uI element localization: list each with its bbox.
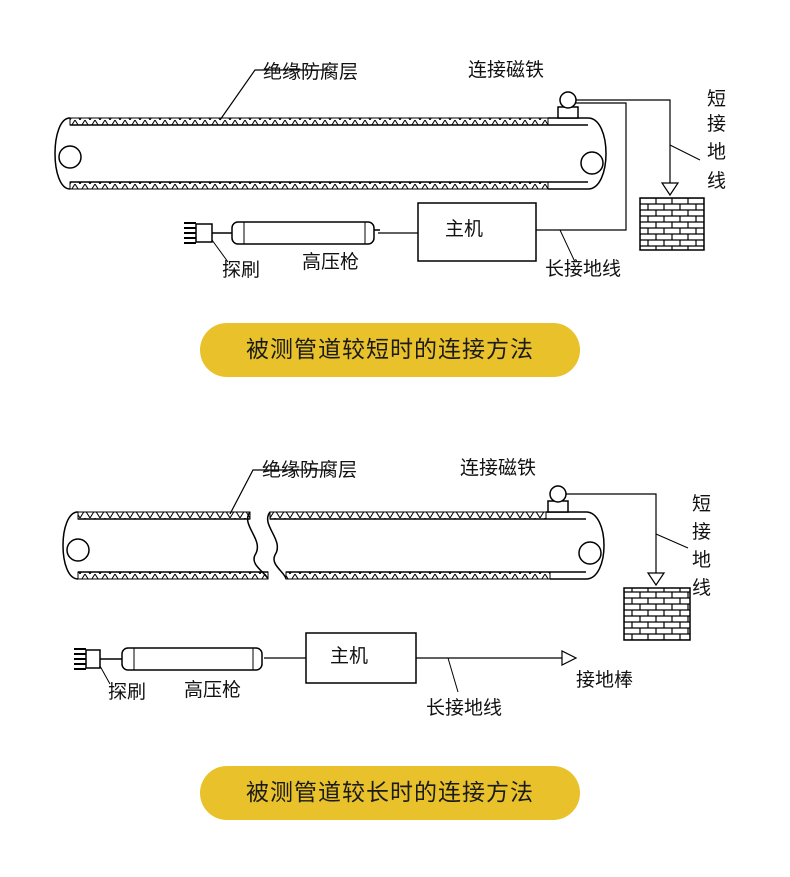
ground-symbol xyxy=(646,572,666,587)
magnet-label: 连接磁铁 xyxy=(460,457,536,479)
svg-text:地: 地 xyxy=(707,141,726,163)
long-pipe-drawing: 绝缘防腐层 连接磁铁 短 接 地 线 主机 接地棒 长接地线 xyxy=(62,457,711,719)
brush-label: 探刷 xyxy=(108,681,146,703)
coating-top xyxy=(69,117,549,126)
brush-label: 探刷 xyxy=(222,259,260,281)
coating-label: 绝缘防腐层 xyxy=(263,61,358,83)
connection-magnet xyxy=(557,91,579,119)
long-ground-label: 长接地线 xyxy=(426,697,502,719)
svg-text:短: 短 xyxy=(692,493,711,515)
coating-bottom xyxy=(69,181,549,190)
svg-text:短: 短 xyxy=(707,88,726,110)
magnet-label: 连接磁铁 xyxy=(468,59,544,81)
caption-short: 被测管道较短时的连接方法 xyxy=(200,323,580,377)
short-pipe-drawing: 绝缘防腐层 连接磁铁 短 接 地 线 主机 长接地线 xyxy=(54,59,726,281)
gun-label: 高压枪 xyxy=(184,679,241,701)
main-unit-label: 主机 xyxy=(445,218,483,240)
svg-text:地: 地 xyxy=(692,549,711,571)
coating-label: 绝缘防腐层 xyxy=(262,459,357,481)
diagram-long-pipe: 绝缘防腐层 连接磁铁 短 接 地 线 主机 接地棒 长接地线 xyxy=(0,430,790,877)
ground-rod-label: 接地棒 xyxy=(576,669,633,691)
main-unit xyxy=(417,202,537,262)
diagram-short-pipe: 绝缘防腐层 连接磁铁 短 接 地 线 主机 长接地线 xyxy=(0,0,790,430)
main-unit xyxy=(305,632,417,684)
ground-rod-symbol xyxy=(561,650,578,666)
svg-text:接: 接 xyxy=(692,521,711,543)
ground-symbol xyxy=(660,182,680,197)
ground-bricks xyxy=(639,197,705,251)
svg-text:线: 线 xyxy=(692,577,711,599)
svg-text:线: 线 xyxy=(707,170,726,192)
high-voltage-gun xyxy=(212,221,380,245)
svg-text:接: 接 xyxy=(707,113,726,135)
long-ground-label: 长接地线 xyxy=(545,258,621,280)
connection-magnet xyxy=(547,485,569,513)
caption-long: 被测管道较长时的连接方法 xyxy=(200,766,580,820)
pipe xyxy=(54,117,607,190)
probe-brush xyxy=(74,648,101,670)
pipe xyxy=(62,511,605,580)
short-ground-label: 短 接 地 线 xyxy=(707,88,726,192)
ground-bricks xyxy=(623,587,691,641)
high-voltage-gun xyxy=(100,647,263,671)
gun-label: 高压枪 xyxy=(302,251,359,273)
probe-brush xyxy=(184,222,213,244)
short-ground-label: 短 接 地 线 xyxy=(692,493,711,599)
main-unit-label: 主机 xyxy=(330,645,368,667)
